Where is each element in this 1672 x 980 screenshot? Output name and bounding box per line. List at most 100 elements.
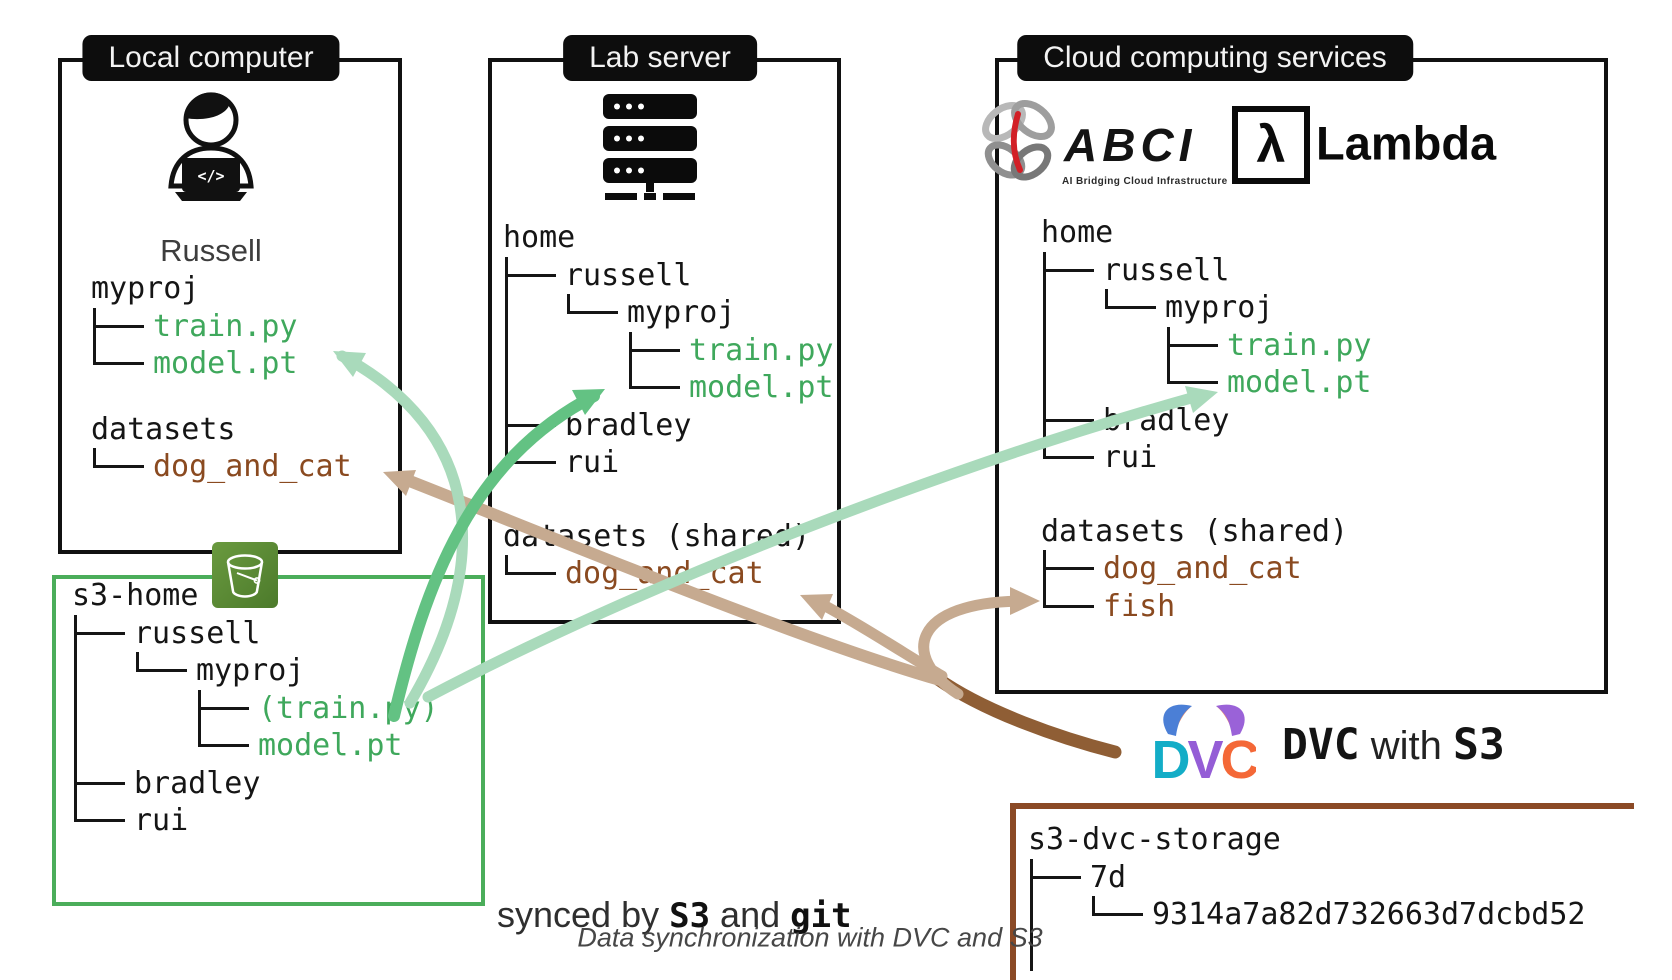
tree-connector bbox=[1022, 933, 1084, 972]
tree-item-label: model.pt bbox=[153, 346, 298, 382]
tree-connector bbox=[1035, 587, 1097, 626]
tree-connector bbox=[128, 652, 190, 690]
tree-connector bbox=[497, 331, 559, 370]
abci-butterfly-icon bbox=[982, 100, 1055, 181]
tree-row: russell bbox=[1035, 251, 1372, 290]
tree-row: rui bbox=[497, 444, 834, 482]
lab-server-title: Lab server bbox=[563, 35, 757, 81]
figure-caption: Data synchronization with DVC and S3 bbox=[577, 922, 1043, 953]
tree-connector bbox=[1022, 896, 1084, 934]
tree-connector bbox=[497, 444, 559, 482]
tree-item-label: rui bbox=[134, 803, 189, 839]
tree-row: train.py bbox=[85, 307, 352, 346]
tree-item-label: fish bbox=[1103, 588, 1176, 624]
dvc-logo-icon: DVC bbox=[1152, 704, 1256, 790]
tree-item-label: russell bbox=[565, 257, 692, 293]
tree-row: russell bbox=[497, 256, 834, 295]
tree-item-label: train.py bbox=[153, 308, 298, 344]
lambda-logo-text: Lambda bbox=[1316, 116, 1497, 170]
synced-note: synced by S3 and git (and/or DVC) bbox=[497, 797, 852, 980]
s3-bucket-icon bbox=[212, 542, 278, 608]
s3-word: S3 bbox=[1453, 720, 1505, 770]
tree-item-label: home bbox=[503, 220, 576, 256]
tree-item-label: russell bbox=[134, 615, 261, 651]
tree-row: bradley bbox=[497, 406, 834, 445]
tree-row: home bbox=[1035, 214, 1372, 252]
tree-item-label: 9314a7a82d732663d7dcbd52 bbox=[1152, 897, 1586, 933]
tree-connector bbox=[1035, 439, 1097, 477]
dvc-with-s3-label: DVC with S3 bbox=[1282, 720, 1505, 770]
tree-item-label: home bbox=[1041, 215, 1114, 251]
tree-connector bbox=[1097, 327, 1159, 365]
tree-connector bbox=[190, 689, 252, 728]
tree-item-label: bradley bbox=[565, 407, 692, 443]
s3-dvc-storage-panel bbox=[1010, 803, 1634, 980]
tree-item-label: russell bbox=[1103, 252, 1230, 288]
tree-connector bbox=[1097, 364, 1159, 402]
abci-logo-text: ABCI bbox=[1064, 119, 1197, 171]
tree-item-label: model.pt bbox=[258, 728, 403, 764]
tree-row: home bbox=[497, 219, 834, 257]
tree-connector bbox=[559, 369, 621, 407]
with-word: with bbox=[1359, 724, 1454, 768]
tree-connector bbox=[497, 406, 559, 445]
tree-item-label: train.py bbox=[1227, 327, 1372, 363]
tree-connector bbox=[497, 369, 559, 407]
tree-connector bbox=[1035, 401, 1097, 440]
tree-item-label: bradley bbox=[134, 765, 261, 801]
tree-row: datasets (shared) bbox=[497, 518, 834, 556]
tree-item-label: (train.py) bbox=[258, 690, 439, 726]
user-name-label: Russell bbox=[160, 233, 262, 268]
tree-item-label: rui bbox=[1103, 440, 1158, 476]
tree-row: myproj bbox=[66, 652, 439, 690]
cloud-services-title: Cloud computing services bbox=[1017, 35, 1413, 81]
tree-row: 9314a7a82d732663d7dcbd52 bbox=[1022, 896, 1585, 934]
dvc-word: DVC bbox=[1282, 720, 1360, 770]
tree-item-label: dog_and_cat bbox=[565, 556, 764, 592]
tree-connector bbox=[66, 689, 128, 728]
tree-item-label: dog_and_cat bbox=[153, 449, 352, 485]
tree-item-label: model.pt bbox=[1227, 365, 1372, 401]
tree-row: (train.py) bbox=[66, 689, 439, 728]
local-computer-title: Local computer bbox=[82, 35, 340, 81]
tree-row: train.py bbox=[1035, 326, 1372, 365]
tree-item-label: s3-dvc-storage bbox=[1028, 822, 1281, 858]
tree-row: 7d bbox=[1022, 858, 1585, 897]
tree-row: s3-home bbox=[66, 577, 439, 615]
tree-row: s3-dvc-storage bbox=[1022, 821, 1585, 859]
tree-row: datasets bbox=[85, 411, 352, 449]
tree-connector bbox=[1035, 326, 1097, 365]
tree-item-label: myproj bbox=[627, 295, 736, 331]
tree-item-label: myproj bbox=[1165, 290, 1274, 326]
tree-connector bbox=[66, 614, 128, 653]
tree-connector bbox=[559, 332, 621, 370]
tree-connector bbox=[1159, 364, 1221, 402]
svg-text:</>: </> bbox=[197, 167, 224, 185]
tree-connector bbox=[66, 764, 128, 803]
person-coding-icon: </> bbox=[168, 92, 254, 201]
tree-row: dog_and_cat bbox=[1035, 550, 1372, 588]
tree-connector bbox=[621, 331, 683, 370]
tree-item-label: datasets (shared) bbox=[503, 518, 811, 554]
tree-connector bbox=[128, 690, 190, 728]
tree-row bbox=[1022, 933, 1585, 972]
tree-item-label: bradley bbox=[1103, 402, 1230, 438]
tree-connector bbox=[1022, 858, 1084, 897]
tree-connector bbox=[128, 727, 190, 765]
tree-row: bradley bbox=[1035, 401, 1372, 440]
tree-row: model.pt bbox=[66, 727, 439, 765]
tree-gap bbox=[85, 383, 352, 411]
tree-row: model.pt bbox=[1035, 364, 1372, 402]
tree-gap bbox=[1035, 477, 1372, 513]
tree-item-label: rui bbox=[565, 445, 620, 481]
tree-item-label: datasets (shared) bbox=[1041, 513, 1349, 549]
tree-connector bbox=[190, 727, 252, 765]
tree-gap bbox=[497, 482, 834, 518]
tree-item-label: myproj bbox=[91, 271, 200, 307]
